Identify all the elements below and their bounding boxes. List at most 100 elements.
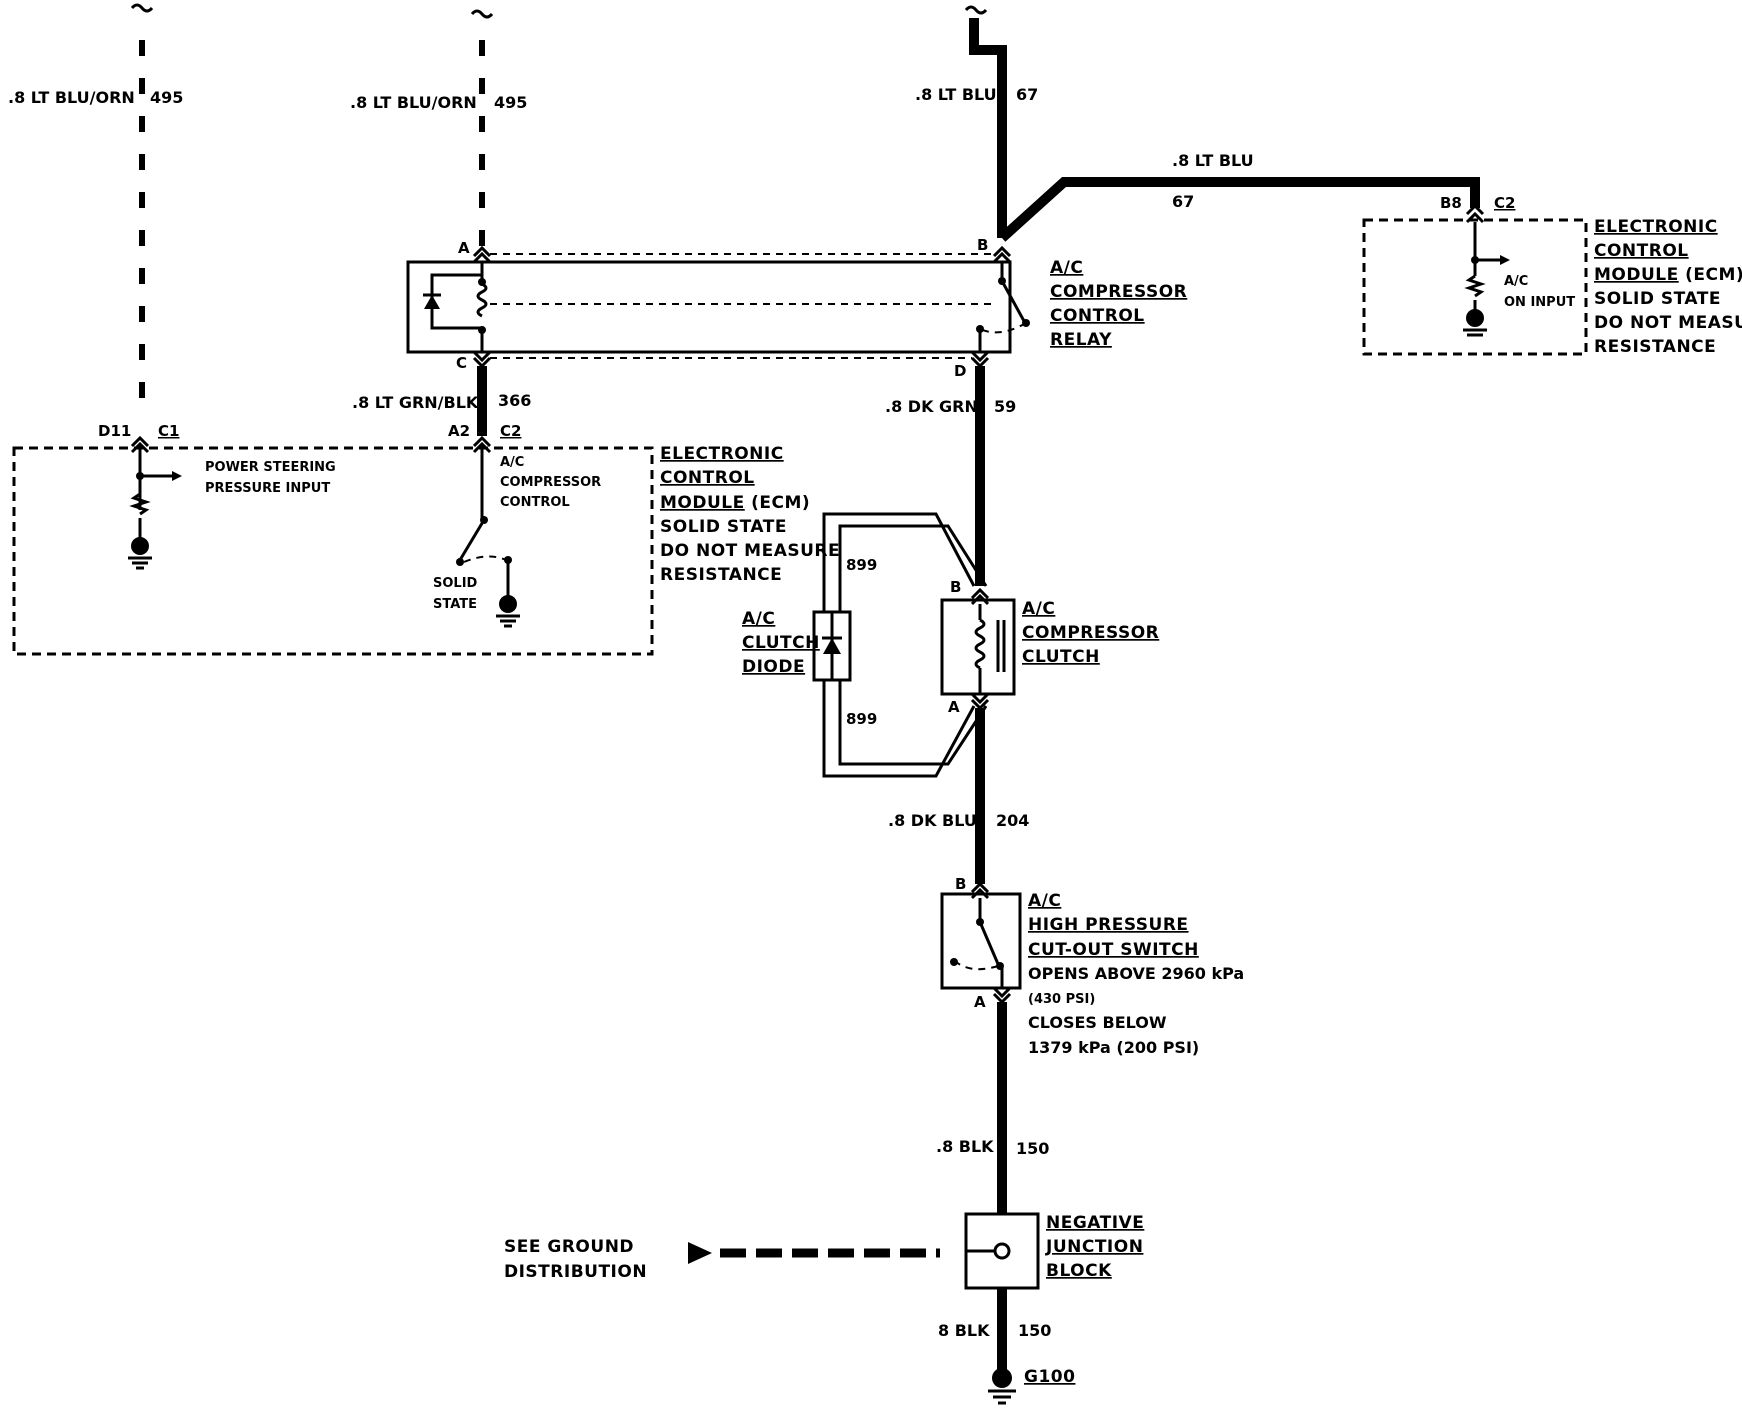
diode-title-0: A/C (742, 609, 775, 629)
hp-switch-note-0: OPENS ABOVE 2960 kPa (1028, 964, 1244, 983)
connector-b-icon (970, 881, 990, 894)
relay-pin-a: A (458, 239, 470, 257)
wire-150-bottom-circuit: 150 (1018, 1321, 1051, 1340)
ac-high-pressure-cutout-switch: B A A/C HIGH PRESSURE CUT-OUT SWITCH OPE… (940, 875, 1244, 1057)
relay-pin-b: B (977, 236, 988, 254)
connector-d11-icon (130, 435, 150, 448)
junction-title-0: NEGATIVE (1046, 1213, 1144, 1233)
relay-switch-icon (1000, 280, 1026, 322)
wire-495-left-circuit: 495 (150, 88, 183, 107)
relay-diode-icon (424, 295, 440, 309)
connector-b-icon (970, 587, 990, 600)
clutch-pin-a: A (948, 698, 960, 716)
wire-366-color: .8 LT GRN/BLK (352, 393, 479, 412)
wire-67-horizontal-color: .8 LT BLU (1172, 151, 1254, 170)
ground-distribution-arrow-icon (688, 1242, 712, 1264)
ecm-right-title-suffix: (ECM) (1685, 265, 1742, 285)
see-ground-label-1: DISTRIBUTION (504, 1262, 647, 1282)
wire-59: .8 DK GRN 59 (885, 366, 1016, 586)
hp-switch-pin-b: B (955, 875, 966, 893)
wire-150-top: .8 BLK 150 (936, 1002, 1049, 1214)
ecm-left: D11 C1 POWER STEERING PRESSURE INPUT A2 … (12, 422, 840, 656)
wire-150-bottom-color: 8 BLK (938, 1321, 990, 1340)
wire-150-top-color: .8 BLK (936, 1137, 994, 1156)
connector-a-icon (970, 692, 990, 705)
ground-icon (131, 537, 149, 555)
wire-150-bottom: 8 BLK 150 (938, 1288, 1051, 1370)
ac-on-input-label-1: ON INPUT (1504, 295, 1575, 310)
ps-input-arrow-icon (172, 471, 182, 481)
negative-junction-block: SEE GROUND DISTRIBUTION NEGATIVE JUNCTIO… (504, 1212, 1144, 1290)
ecm-right-conn-c2: C2 (1494, 194, 1515, 212)
ecm-left-note-2: RESISTANCE (660, 565, 782, 585)
clutch-title-2: CLUTCH (1022, 647, 1100, 667)
diode-title-1: CLUTCH (742, 633, 820, 653)
ecm-left-title-0: ELECTRONIC (660, 444, 784, 464)
ecm-left-title-2-line: MODULE (ECM) (660, 493, 810, 513)
solid-state-switch-icon (458, 519, 486, 561)
relay-title-0: A/C (1050, 258, 1083, 278)
ecm-right-title-2-line: MODULE (ECM) (1594, 265, 1742, 285)
ground-icon (992, 1368, 1012, 1388)
ecm-right-title-1: CONTROL (1594, 241, 1689, 261)
ecm-right-pin-b8: B8 (1440, 194, 1462, 212)
hp-switch-pin-a: A (974, 993, 986, 1011)
hp-switch-title-2: CUT-OUT SWITCH (1028, 940, 1199, 960)
ecm-left-title-1: CONTROL (660, 468, 755, 488)
solid-state-label-1: STATE (433, 597, 477, 612)
clutch-title-1: COMPRESSOR (1022, 623, 1159, 643)
relay-title-1: COMPRESSOR (1050, 282, 1187, 302)
junction-title-1: JUNCTION (1045, 1237, 1143, 1257)
hp-switch-title-0: A/C (1028, 891, 1061, 911)
ground-icon (1466, 309, 1484, 327)
relay-pin-d: D (954, 362, 966, 380)
ecm-left-note-1: DO NOT MEASURE (660, 541, 840, 561)
break-tilde-icon (470, 9, 494, 19)
relay-coil-icon (476, 282, 488, 318)
connector-a-icon (472, 245, 492, 258)
ac-control-label-0: A/C (500, 455, 524, 470)
ecm-right-note-0: SOLID STATE (1594, 289, 1721, 309)
clutch-title-0: A/C (1022, 599, 1055, 619)
relay-title-3: RELAY (1050, 330, 1112, 350)
connector-a2-icon (472, 435, 492, 448)
solid-state-label-0: SOLID (433, 576, 478, 591)
ground-g100: G100 (988, 1367, 1075, 1405)
wire-495-right-circuit: 495 (494, 93, 527, 112)
wire-899: 899 899 (822, 512, 988, 778)
ecm-right: B8 C2 A/C ON INPUT ELECTRONIC CONTROL MO… (1362, 194, 1742, 357)
ecm-right-note-1: DO NOT MEASURE (1594, 313, 1742, 333)
ecm-left-conn-c2: C2 (500, 422, 521, 440)
ac-on-input-arrow-icon (1500, 255, 1510, 265)
wire-67-horizontal-circuit: 67 (1172, 192, 1194, 211)
ecm-left-pin-a2: A2 (448, 422, 470, 440)
diode-title-2: DIODE (742, 657, 805, 677)
wire-150-top-circuit: 150 (1016, 1139, 1049, 1158)
wire-204-circuit: 204 (996, 811, 1029, 830)
relay-pin-c: C (456, 354, 467, 372)
ecm-right-note-2: RESISTANCE (1594, 337, 1716, 357)
wire-495-left-color: .8 LT BLU/ORN (8, 88, 135, 107)
hp-switch-note-3: 1379 kPa (200 PSI) (1028, 1038, 1199, 1057)
wire-67-vertical-color: .8 LT BLU (915, 85, 997, 104)
ground-label: G100 (1024, 1367, 1075, 1387)
wire-899-bottom-circuit: 899 (846, 710, 877, 728)
ac-compressor-control-relay: A B C D A/C COMPRESSOR CONTROL RELAY (406, 236, 1187, 380)
hp-switch-note-2: CLOSES BELOW (1028, 1013, 1167, 1032)
resistor-icon (1464, 274, 1486, 298)
ecm-left-title-suffix: (ECM) (751, 493, 810, 513)
clutch-coil-icon (974, 618, 986, 670)
ac-on-input-label-0: A/C (1504, 274, 1528, 289)
connector-d-icon (970, 350, 990, 363)
wire-204: .8 DK BLU 204 (888, 708, 1029, 884)
connector-c-icon (472, 350, 492, 363)
relay-title-2: CONTROL (1050, 306, 1145, 326)
wire-366-circuit: 366 (498, 391, 531, 410)
wire-59-color: .8 DK GRN (885, 397, 978, 416)
ground-icon (499, 595, 517, 613)
wire-495-right: .8 LT BLU/ORN 495 (350, 9, 527, 248)
break-tilde-icon (964, 5, 988, 15)
ecm-left-conn-c1: C1 (158, 422, 179, 440)
ecm-right-title-2: MODULE (1594, 265, 1679, 285)
wire-366: .8 LT GRN/BLK 366 (352, 366, 531, 436)
